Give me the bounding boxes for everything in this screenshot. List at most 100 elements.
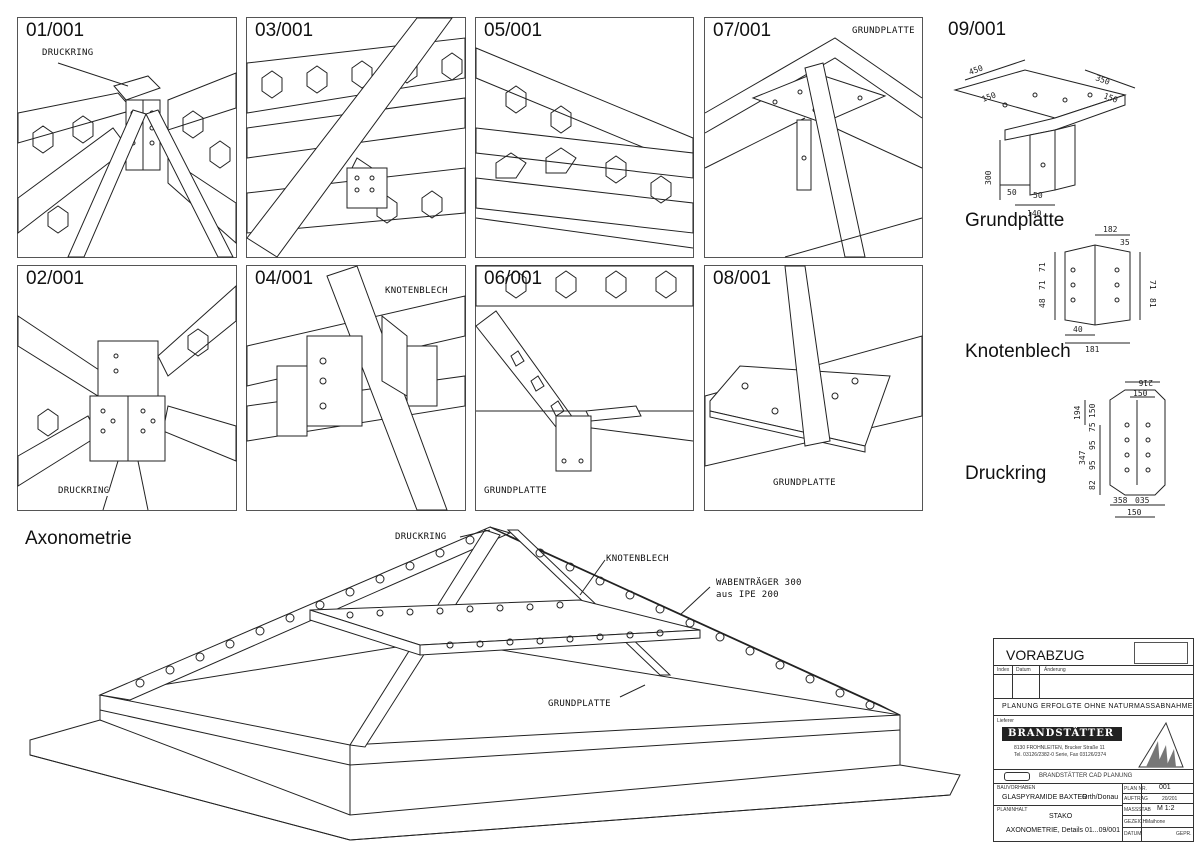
detail-04-drawing — [246, 265, 466, 511]
kb-dim-8: 40 — [1073, 325, 1083, 334]
cad-box — [1004, 772, 1030, 781]
detail-05-id: 05/001 — [484, 20, 543, 41]
rev-col-aenderung: Änderung — [1044, 667, 1066, 673]
detail-panel-06: 06/001 GRUNDPLATTE — [475, 265, 694, 511]
detail-02-id: 02/001 — [26, 268, 85, 289]
gp-dim-7: 50 — [1033, 191, 1043, 200]
detail-panel-04: 04/001 KNOTENBLECH — [246, 265, 466, 511]
axonometrie-drawing — [29, 526, 961, 841]
kb-dim-3: 71 — [1038, 280, 1047, 290]
cad-label: BRANDSTÄTTER CAD PLANUNG — [1039, 773, 1133, 779]
dr-dim-7: 95 — [1088, 460, 1097, 470]
company-address: 8130 FROHNLEITEN, Brucker Straße 11 — [1014, 745, 1105, 751]
detail-07-drawing — [704, 37, 923, 258]
detail-07-label: GRUNDPLATTE — [852, 26, 915, 36]
planinhalt-stako: STAKO — [1049, 813, 1073, 820]
company-phone: Tel. 03126/2382-0 Serie, Fax 03126/2374 — [1014, 752, 1107, 758]
detail-02-label: DRUCKRING — [58, 486, 110, 496]
axonometrie-title: Axonometrie — [25, 528, 132, 549]
dr-dim-5: 347 — [1078, 450, 1087, 465]
kb-dim-2: 35 — [1120, 238, 1130, 247]
dr-dim-9: 75 — [1088, 422, 1097, 432]
detail-panel-08: 08/001 GRUNDPLATTE — [704, 265, 923, 511]
grundplatte-title: Grundplatte — [965, 210, 1065, 231]
kb-dim-4: 71 — [1038, 262, 1047, 272]
project-name: GLASPYRAMIDE BAXTER — [1002, 794, 1088, 801]
detail-05-drawing — [475, 47, 694, 249]
planinhalt-label: PLANINHALT — [997, 807, 1028, 813]
company-logo — [1002, 727, 1122, 741]
dr-dim-11: 035 — [1135, 496, 1150, 505]
kb-dim-5: 71 — [1148, 280, 1157, 290]
dr-dim-1: 216 — [1138, 378, 1153, 387]
detail-panel-01: 01/001 DRUCKRING — [17, 17, 237, 258]
title-block: VORABZUG Index Datum Änderung PLANUNG ER… — [993, 638, 1194, 842]
revision-table: Index Datum Änderung — [994, 665, 1193, 699]
detail-panel-07: 07/001 GRUNDPLATTE — [704, 17, 923, 258]
gepr-label: GEPR. — [1176, 831, 1192, 837]
dr-dim-12: 150 — [1127, 508, 1142, 517]
rev-col-datum: Datum — [1016, 667, 1031, 673]
datum-label: DATUM — [1124, 831, 1142, 837]
brand-triangle-logo — [1138, 721, 1184, 768]
company-logo-small — [1134, 642, 1188, 664]
druckring-title: Druckring — [965, 463, 1047, 484]
project-location: Orth/Donau — [1082, 794, 1119, 801]
detail-04-label: KNOTENBLECH — [385, 286, 448, 296]
gp-dim-6: 50 — [1007, 188, 1017, 197]
kb-dim-7: 81 — [1148, 298, 1157, 308]
detail-panel-03: 03/001 — [246, 17, 466, 258]
detail-01-id: 01/001 — [26, 20, 85, 41]
company-name: BRANDSTÄTTER — [1008, 728, 1115, 739]
planinhalt-content: AXONOMETRIE, Details 01...09/001 — [1006, 827, 1120, 834]
detail-03-id: 03/001 — [255, 20, 314, 41]
detail-04-id: 04/001 — [255, 268, 314, 289]
plan-nr-label: PLAN NR. — [1124, 786, 1148, 792]
massstab-label: MASSSTAB — [1124, 807, 1151, 813]
detail-06-id: 06/001 — [484, 268, 543, 289]
detail-07-id: 07/001 — [713, 20, 772, 41]
detail-panel-02: 02/001 DRUCKRING — [17, 265, 237, 511]
knotenblech-title: Knotenblech — [965, 341, 1071, 362]
kb-dim-1: 182 — [1103, 225, 1118, 234]
rev-col-index: Index — [997, 667, 1010, 673]
vorabzug-label: VORABZUG — [1006, 647, 1085, 663]
dr-dim-8: 95 — [1088, 440, 1097, 450]
axono-grundplatte-label: GRUNDPLATTE — [548, 699, 611, 709]
dr-dim-10: 358 — [1113, 496, 1128, 505]
gp-dim-5: 300 — [984, 170, 993, 185]
auftrag-value: 20/201 — [1162, 796, 1178, 802]
gezeichnet-value: Maihone — [1146, 819, 1166, 825]
kb-dim-9: 181 — [1085, 345, 1100, 354]
axono-knotenblech-label: KNOTENBLECH — [606, 554, 669, 564]
auftrag-label: AUFTRAG — [1124, 796, 1148, 802]
kb-dim-6: 48 — [1038, 298, 1047, 308]
detail-08-label: GRUNDPLATTE — [773, 478, 836, 488]
dr-dim-4: 150 — [1088, 403, 1097, 418]
detail-03-drawing — [246, 17, 466, 258]
axono-waben-label-1: WABENTRÄGER 300 — [716, 578, 802, 588]
axono-waben-label-2: aus IPE 200 — [716, 590, 779, 600]
detail-01-label: DRUCKRING — [42, 48, 94, 58]
planung-note: PLANUNG ERFOLGTE OHNE NATURMASSABNAHME — [1002, 703, 1193, 710]
detail-02-drawing — [17, 284, 237, 511]
gp-dim-8: 140 — [1027, 209, 1042, 218]
plan-nr-value: 001 — [1159, 784, 1171, 791]
detail-06-label: GRUNDPLATTE — [484, 486, 547, 496]
dr-dim-3: 194 — [1073, 405, 1082, 420]
detail-09-id: 09/001 — [948, 19, 1007, 40]
lieferer-label: Lieferer — [997, 718, 1014, 724]
gezeichnet-label: GEZEICH. — [1124, 819, 1148, 825]
detail-08-drawing — [704, 265, 923, 467]
axono-druckring-label: DRUCKRING — [395, 532, 447, 542]
dr-dim-6: 82 — [1088, 480, 1097, 490]
bauvorhaben-label: BAUVORHABEN — [997, 785, 1036, 791]
massstab-value: M 1:2 — [1157, 805, 1175, 812]
dr-dim-2: 150 — [1133, 389, 1148, 398]
detail-06-drawing — [475, 265, 694, 472]
detail-09-drawings: 450 150 350 150 300 50 50 140 182 35 71 … — [953, 59, 1166, 518]
gp-dim-3: 350 — [1094, 73, 1111, 86]
detail-08-id: 08/001 — [713, 268, 772, 289]
detail-panel-05: 05/001 — [475, 17, 694, 258]
detail-01-drawing — [17, 62, 237, 258]
